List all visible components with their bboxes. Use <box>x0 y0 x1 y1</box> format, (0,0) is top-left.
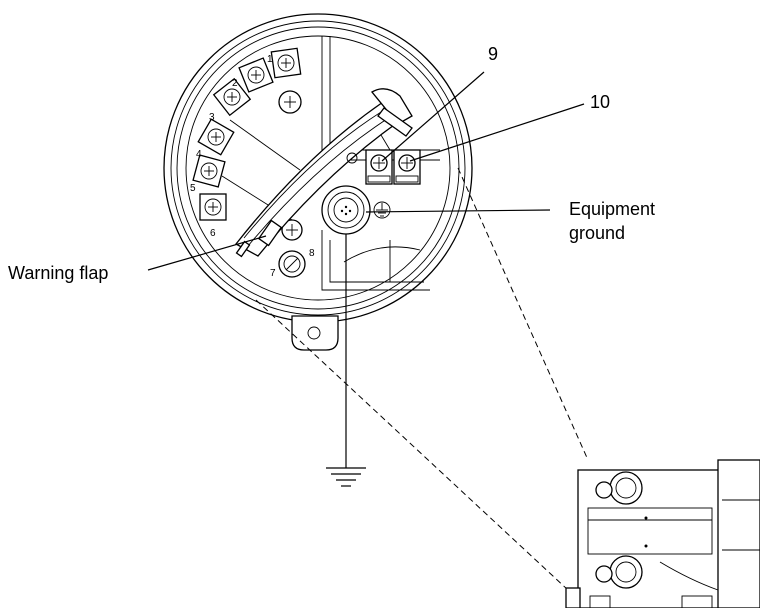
label-equipment-ground-line1: Equipment <box>569 199 655 219</box>
terminal-number-3: 3 <box>209 112 215 123</box>
earth-ground-icon <box>326 468 366 486</box>
terminal-number-5: 5 <box>190 183 196 194</box>
label-warning-flap: Warning flap <box>8 263 108 283</box>
label-equipment-ground-line2: ground <box>569 223 625 243</box>
terminal-number-7: 7 <box>270 268 276 279</box>
terminal-number-6: 6 <box>210 228 216 239</box>
terminal-number-2: 2 <box>232 78 238 89</box>
label-terminal-9: 9 <box>488 44 498 64</box>
label-terminal-10: 10 <box>590 92 610 112</box>
terminal-number-8: 8 <box>309 248 315 259</box>
terminal-number-4: 4 <box>196 149 202 160</box>
terminal-number-1: 1 <box>267 54 273 65</box>
ground-symbol-icon <box>374 202 390 218</box>
transmitter-body <box>566 460 760 608</box>
ground-screw <box>322 186 370 234</box>
